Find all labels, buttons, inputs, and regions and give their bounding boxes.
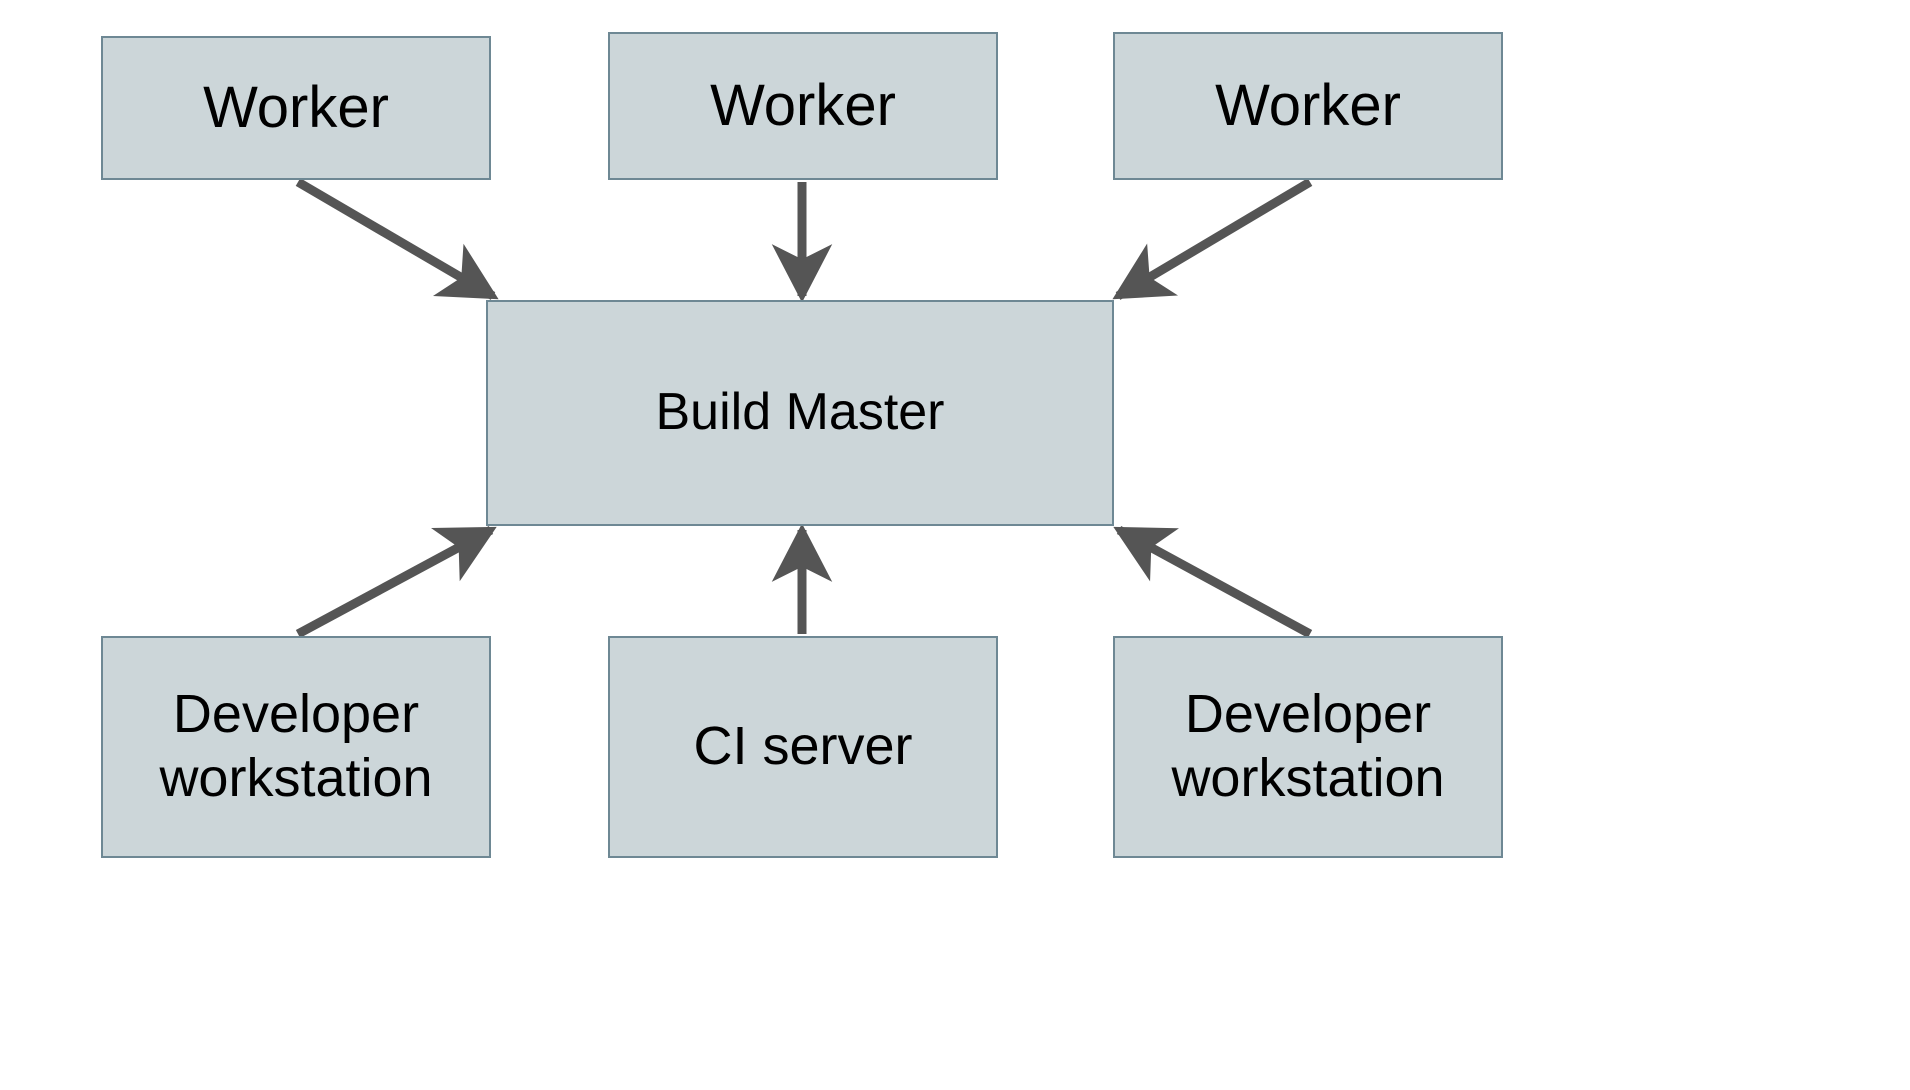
node-developer-workstation-left-label: Developer workstation xyxy=(159,684,433,808)
node-developer-workstation-left[interactable]: Developer workstation xyxy=(101,636,491,858)
node-worker-3-label: Worker xyxy=(1215,72,1401,138)
node-ci-server-label: CI server xyxy=(693,716,913,777)
edge-devright-to-master xyxy=(1113,526,1313,638)
node-developer-workstation-right[interactable]: Developer workstation xyxy=(1113,636,1503,858)
edge-worker3-to-master xyxy=(1112,178,1313,300)
node-build-master-label: Build Master xyxy=(655,383,945,442)
node-build-master[interactable]: Build Master xyxy=(486,300,1114,526)
node-worker-1-label: Worker xyxy=(203,74,389,140)
node-worker-1[interactable]: Worker xyxy=(101,36,491,180)
edge-worker1-to-master xyxy=(295,178,499,300)
edge-devleft-to-master xyxy=(295,526,497,638)
node-developer-workstation-right-label: Developer workstation xyxy=(1171,684,1445,808)
node-ci-server[interactable]: CI server xyxy=(608,636,998,858)
node-worker-2[interactable]: Worker xyxy=(608,32,998,180)
node-worker-3[interactable]: Worker xyxy=(1113,32,1503,180)
node-worker-2-label: Worker xyxy=(710,72,896,138)
